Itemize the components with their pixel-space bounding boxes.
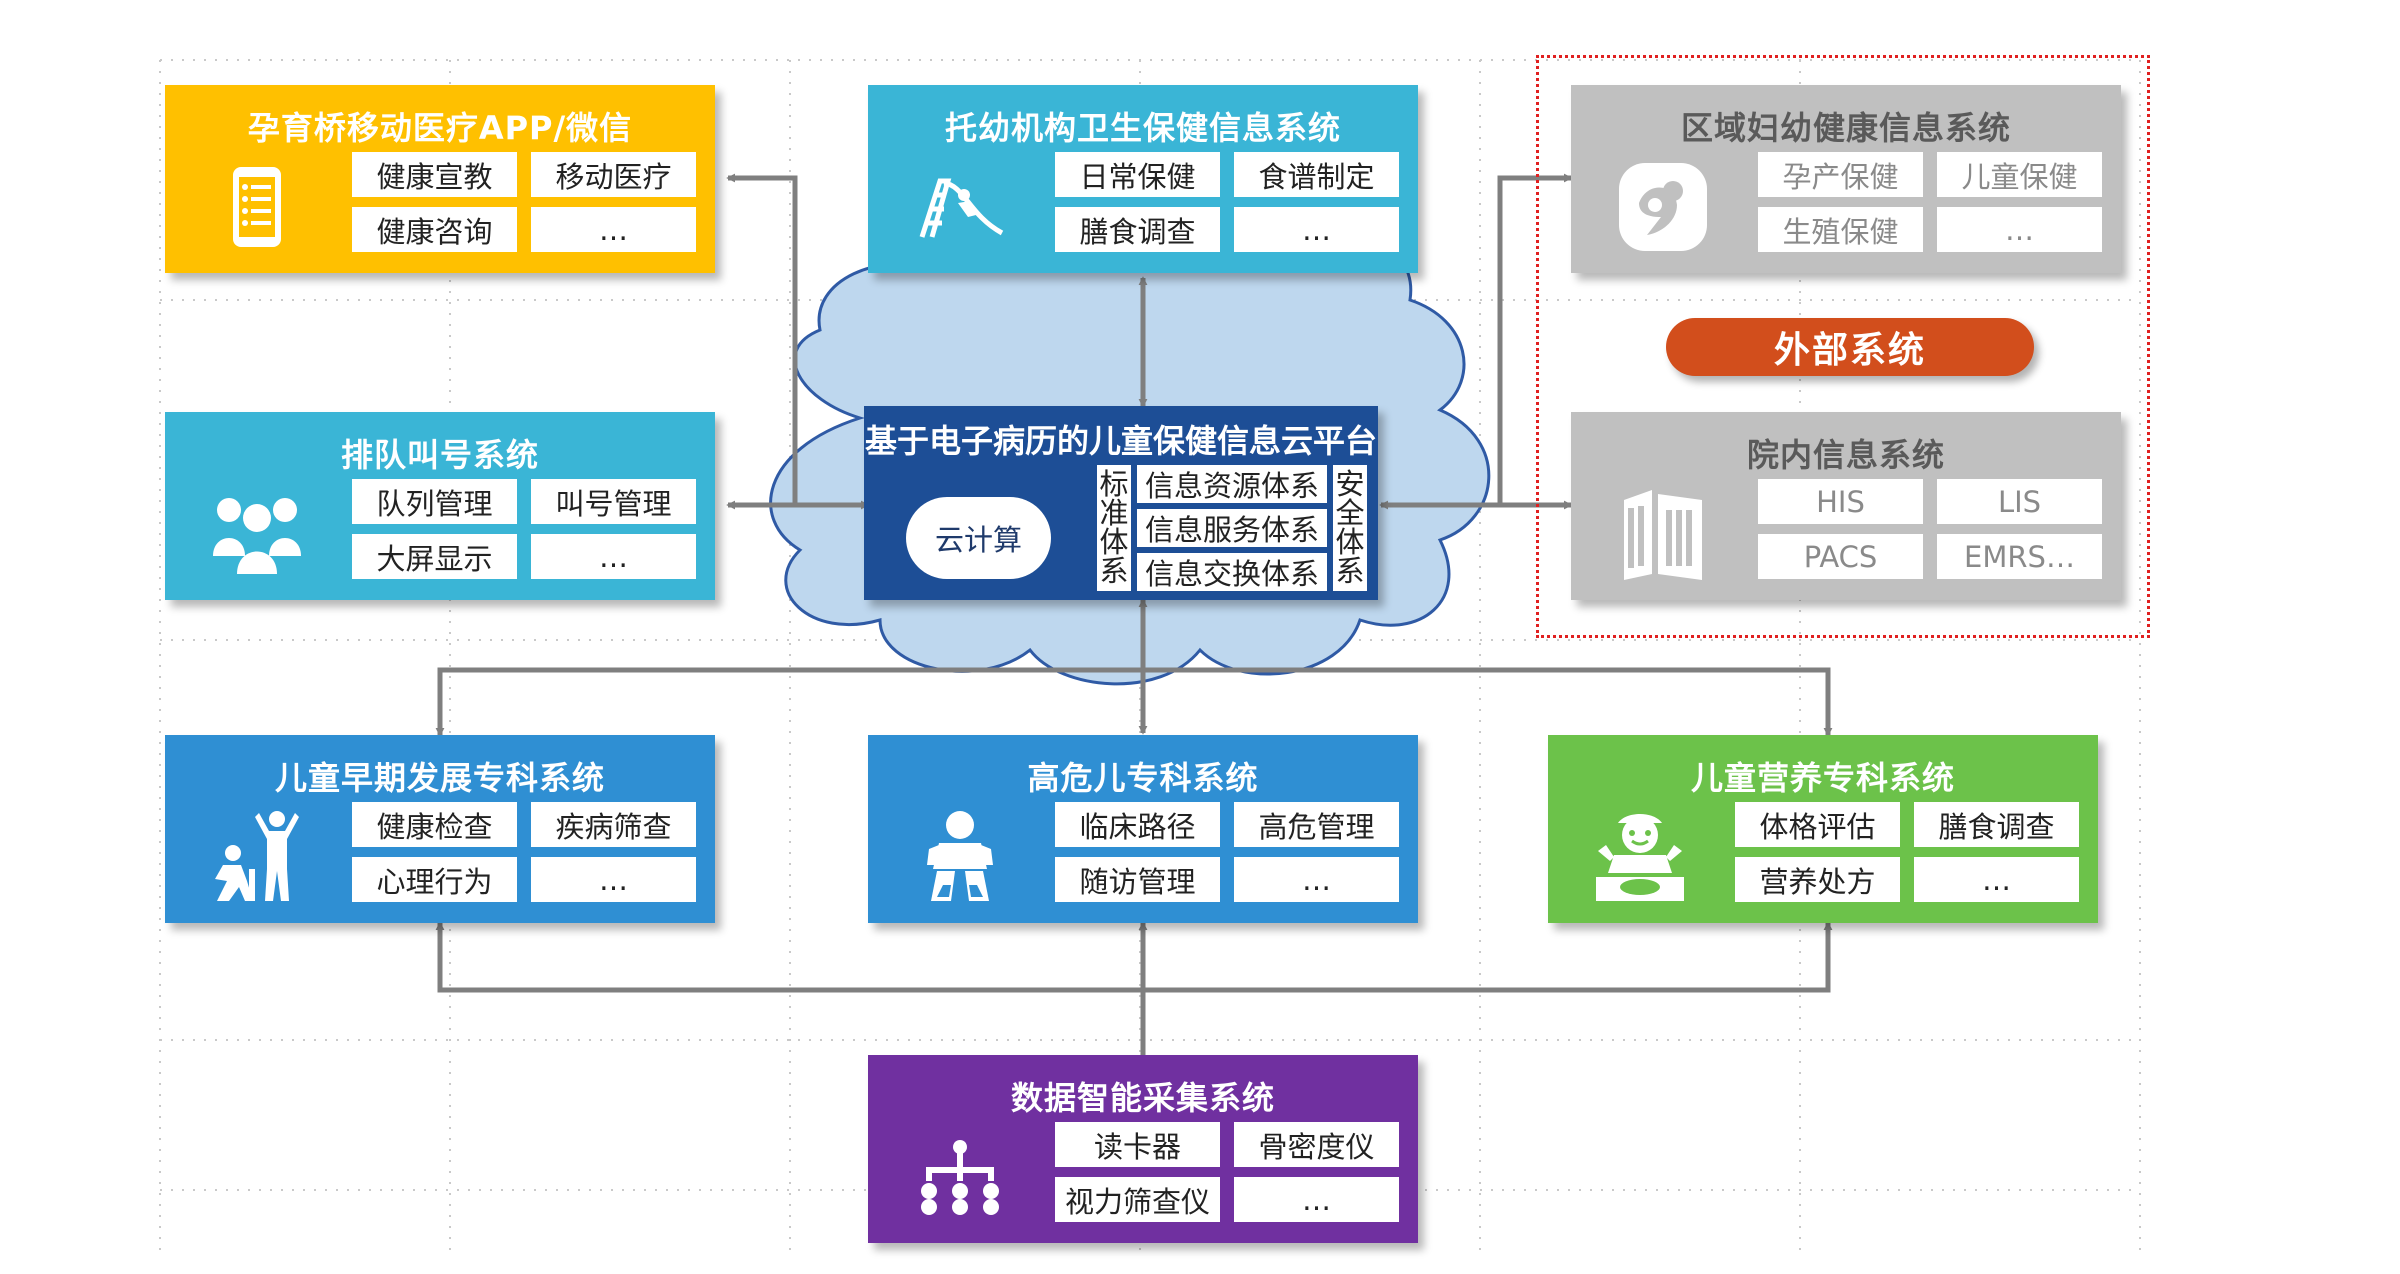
app-item-1: 健康宣教 [352,152,517,197]
data-item-1: 读卡器 [1055,1122,1220,1167]
data-item-4: … [1234,1177,1399,1222]
system-service: 信息服务体系 [1137,509,1327,547]
slide-icon [910,157,1010,257]
nutrition-system-box: 儿童营养专科系统体格评估膳食调查营养处方 … [1548,735,2098,923]
nutrition-item-1: 体格评估 [1735,802,1900,847]
app-system-box: 孕育桥移动医疗APP/微信健康宣教移动医疗健康咨询 … [165,85,715,273]
highrisk-system-box: 高危儿专科系统临床路径高危管理随访管理 … [868,735,1418,923]
nursery-item-1: 日常保健 [1055,152,1220,197]
early-system-box: 儿童早期发展专科系统健康检查疾病筛查心理行为 … [165,735,715,923]
queue-title: 排队叫号系统 [340,436,539,474]
highrisk-item-2: 高危管理 [1234,802,1399,847]
app-item-4: … [531,207,696,252]
system-resource: 信息资源体系 [1137,465,1327,503]
app-title: 孕育桥移动医疗APP/微信 [247,109,633,147]
queue-item-3: 大屏显示 [352,534,517,579]
hospital-item-2: LIS [1937,479,2102,524]
hospital-system-box: 院内信息系统 HIS LIS PACS EMRS… [1571,412,2121,600]
highrisk-title: 高危儿专科系统 [1027,759,1259,797]
child-development-icon [207,807,307,907]
nursery-title: 托幼机构卫生保健信息系统 [944,109,1341,147]
data-system-box: 数据智能采集系统读卡器骨密度仪视力筛查仪 … [868,1055,1418,1243]
early-title: 儿童早期发展专科系统 [274,759,605,797]
queue-item-2: 叫号管理 [531,479,696,524]
hospital-item-3: PACS [1758,534,1923,579]
baby-icon [910,807,1010,907]
regional-item-3: 生殖保健 [1758,207,1923,252]
data-item-2: 骨密度仪 [1234,1122,1399,1167]
nursery-item-3: 膳食调查 [1055,207,1220,252]
cloud-computing-label: 云计算 [906,497,1051,579]
phone-checklist-icon [207,157,307,257]
nutrition-item-3: 营养处方 [1735,857,1900,902]
external-systems-badge: 外部系统 [1666,318,2034,376]
highrisk-item-1: 临床路径 [1055,802,1220,847]
data-title: 数据智能采集系统 [1010,1079,1275,1117]
standard-system-label: 标准体系 [1097,465,1131,591]
nursery-item-4: … [1234,207,1399,252]
data-item-3: 视力筛查仪 [1055,1177,1220,1222]
early-item-4: … [531,857,696,902]
regional-item-4: … [1937,207,2102,252]
queue-system-box: 排队叫号系统队列管理叫号管理大屏显示 … [165,412,715,600]
highrisk-item-4: … [1234,857,1399,902]
early-item-1: 健康检查 [352,802,517,847]
platform-title: 基于电子病历的儿童保健信息云平台 [864,422,1377,460]
connector-regional [1497,173,1573,505]
hospital-title: 院内信息系统 [1746,436,1945,474]
system-exchange: 信息交换体系 [1137,553,1327,591]
connector-lower-bus [435,921,1833,993]
people-group-icon [207,484,307,584]
nutrition-item-2: 膳食调查 [1914,802,2079,847]
external-systems-frame [1536,55,2150,638]
early-item-2: 疾病筛查 [531,802,696,847]
connector-upper-bus [435,667,1833,737]
app-item-3: 健康咨询 [352,207,517,252]
regional-title: 区域妇幼健康信息系统 [1680,109,2011,147]
nutrition-title: 儿童营养专科系统 [1690,759,1955,797]
nursery-item-2: 食谱制定 [1234,152,1399,197]
queue-item-4: … [531,534,696,579]
hospital-item-1: HIS [1758,479,1923,524]
security-system-label: 安全体系 [1333,465,1367,591]
nursery-system-box: 托幼机构卫生保健信息系统日常保健食谱制定膳食调查 … [868,85,1418,273]
queue-item-1: 队列管理 [352,479,517,524]
hierarchy-icon [910,1127,1010,1227]
regional-item-2: 儿童保健 [1937,152,2102,197]
regional-system-box: 区域妇幼健康信息系统孕产保健儿童保健生殖保健 … [1571,85,2121,273]
regional-item-1: 孕产保健 [1758,152,1923,197]
app-item-2: 移动医疗 [531,152,696,197]
child-eating-icon [1590,807,1690,907]
server-icon [1613,484,1713,584]
mother-child-icon [1613,157,1713,257]
early-item-3: 心理行为 [352,857,517,902]
highrisk-item-3: 随访管理 [1055,857,1220,902]
hospital-item-4: EMRS… [1937,534,2102,579]
nutrition-item-4: … [1914,857,2079,902]
